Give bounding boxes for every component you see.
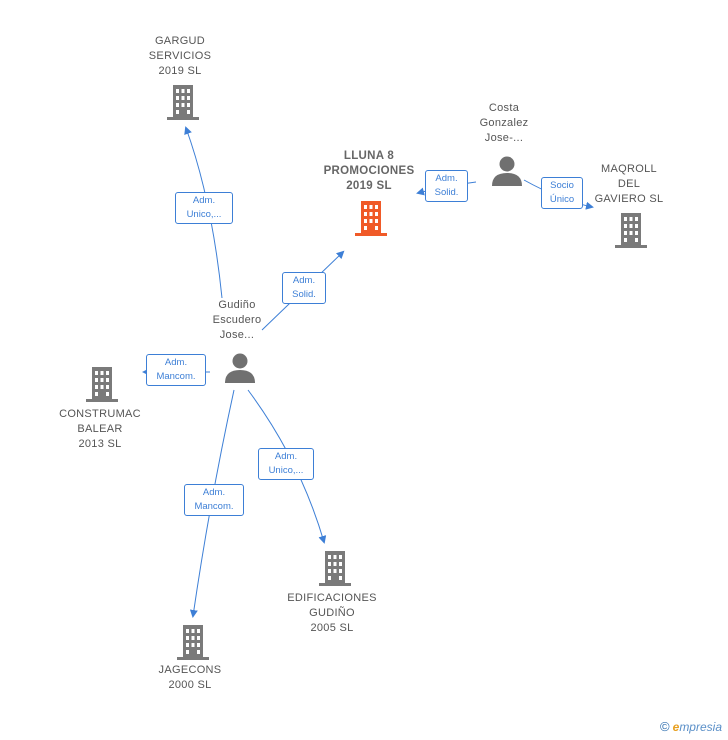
empresia-logo[interactable]: ©empresia: [660, 719, 722, 734]
brand-e: e: [672, 720, 680, 734]
building-icon[interactable]: [176, 624, 210, 660]
person-icon[interactable]: [491, 156, 523, 186]
node-label-lluna[interactable]: LLUNA 8 PROMOCIONES 2019 SL: [323, 150, 415, 192]
building-icon[interactable]: [166, 84, 200, 120]
node-label-maqroll[interactable]: MAQROLL DEL GAVIERO SL: [594, 163, 664, 205]
building-icon-highlighted[interactable]: [354, 200, 388, 236]
node-label-gargud[interactable]: GARGUD SERVICIOS 2019 SL: [148, 35, 212, 77]
building-icon[interactable]: [85, 366, 119, 402]
edge-label-gudino-jagecons[interactable]: Adm. Mancom.: [184, 484, 244, 516]
edge-label-costa-lluna[interactable]: Adm. Solid.: [425, 170, 468, 202]
person-icon[interactable]: [224, 353, 256, 383]
edge-label-costa-maqroll[interactable]: Socio Único: [541, 177, 583, 209]
node-label-costa[interactable]: Costa Gonzalez Jose-...: [479, 102, 529, 144]
edge-label-gudino-gargud[interactable]: Adm. Unico,...: [175, 192, 233, 224]
building-icon[interactable]: [318, 550, 352, 586]
node-label-edificaciones[interactable]: EDIFICACIONES GUDIÑO 2005 SL: [287, 592, 377, 634]
building-icon[interactable]: [614, 212, 648, 248]
edge-label-gudino-construmac[interactable]: Adm. Mancom.: [146, 354, 206, 386]
brand-name: mpresia: [679, 720, 722, 734]
edge-label-gudino-lluna[interactable]: Adm. Solid.: [282, 272, 326, 304]
node-label-gudino[interactable]: Gudiño Escudero Jose...: [212, 299, 262, 341]
copyright-symbol: ©: [660, 719, 670, 734]
node-label-construmac[interactable]: CONSTRUMAC BALEAR 2013 SL: [59, 408, 141, 450]
edge-label-gudino-edificaciones[interactable]: Adm. Unico,...: [258, 448, 314, 480]
node-label-jagecons[interactable]: JAGECONS 2000 SL: [158, 664, 222, 691]
